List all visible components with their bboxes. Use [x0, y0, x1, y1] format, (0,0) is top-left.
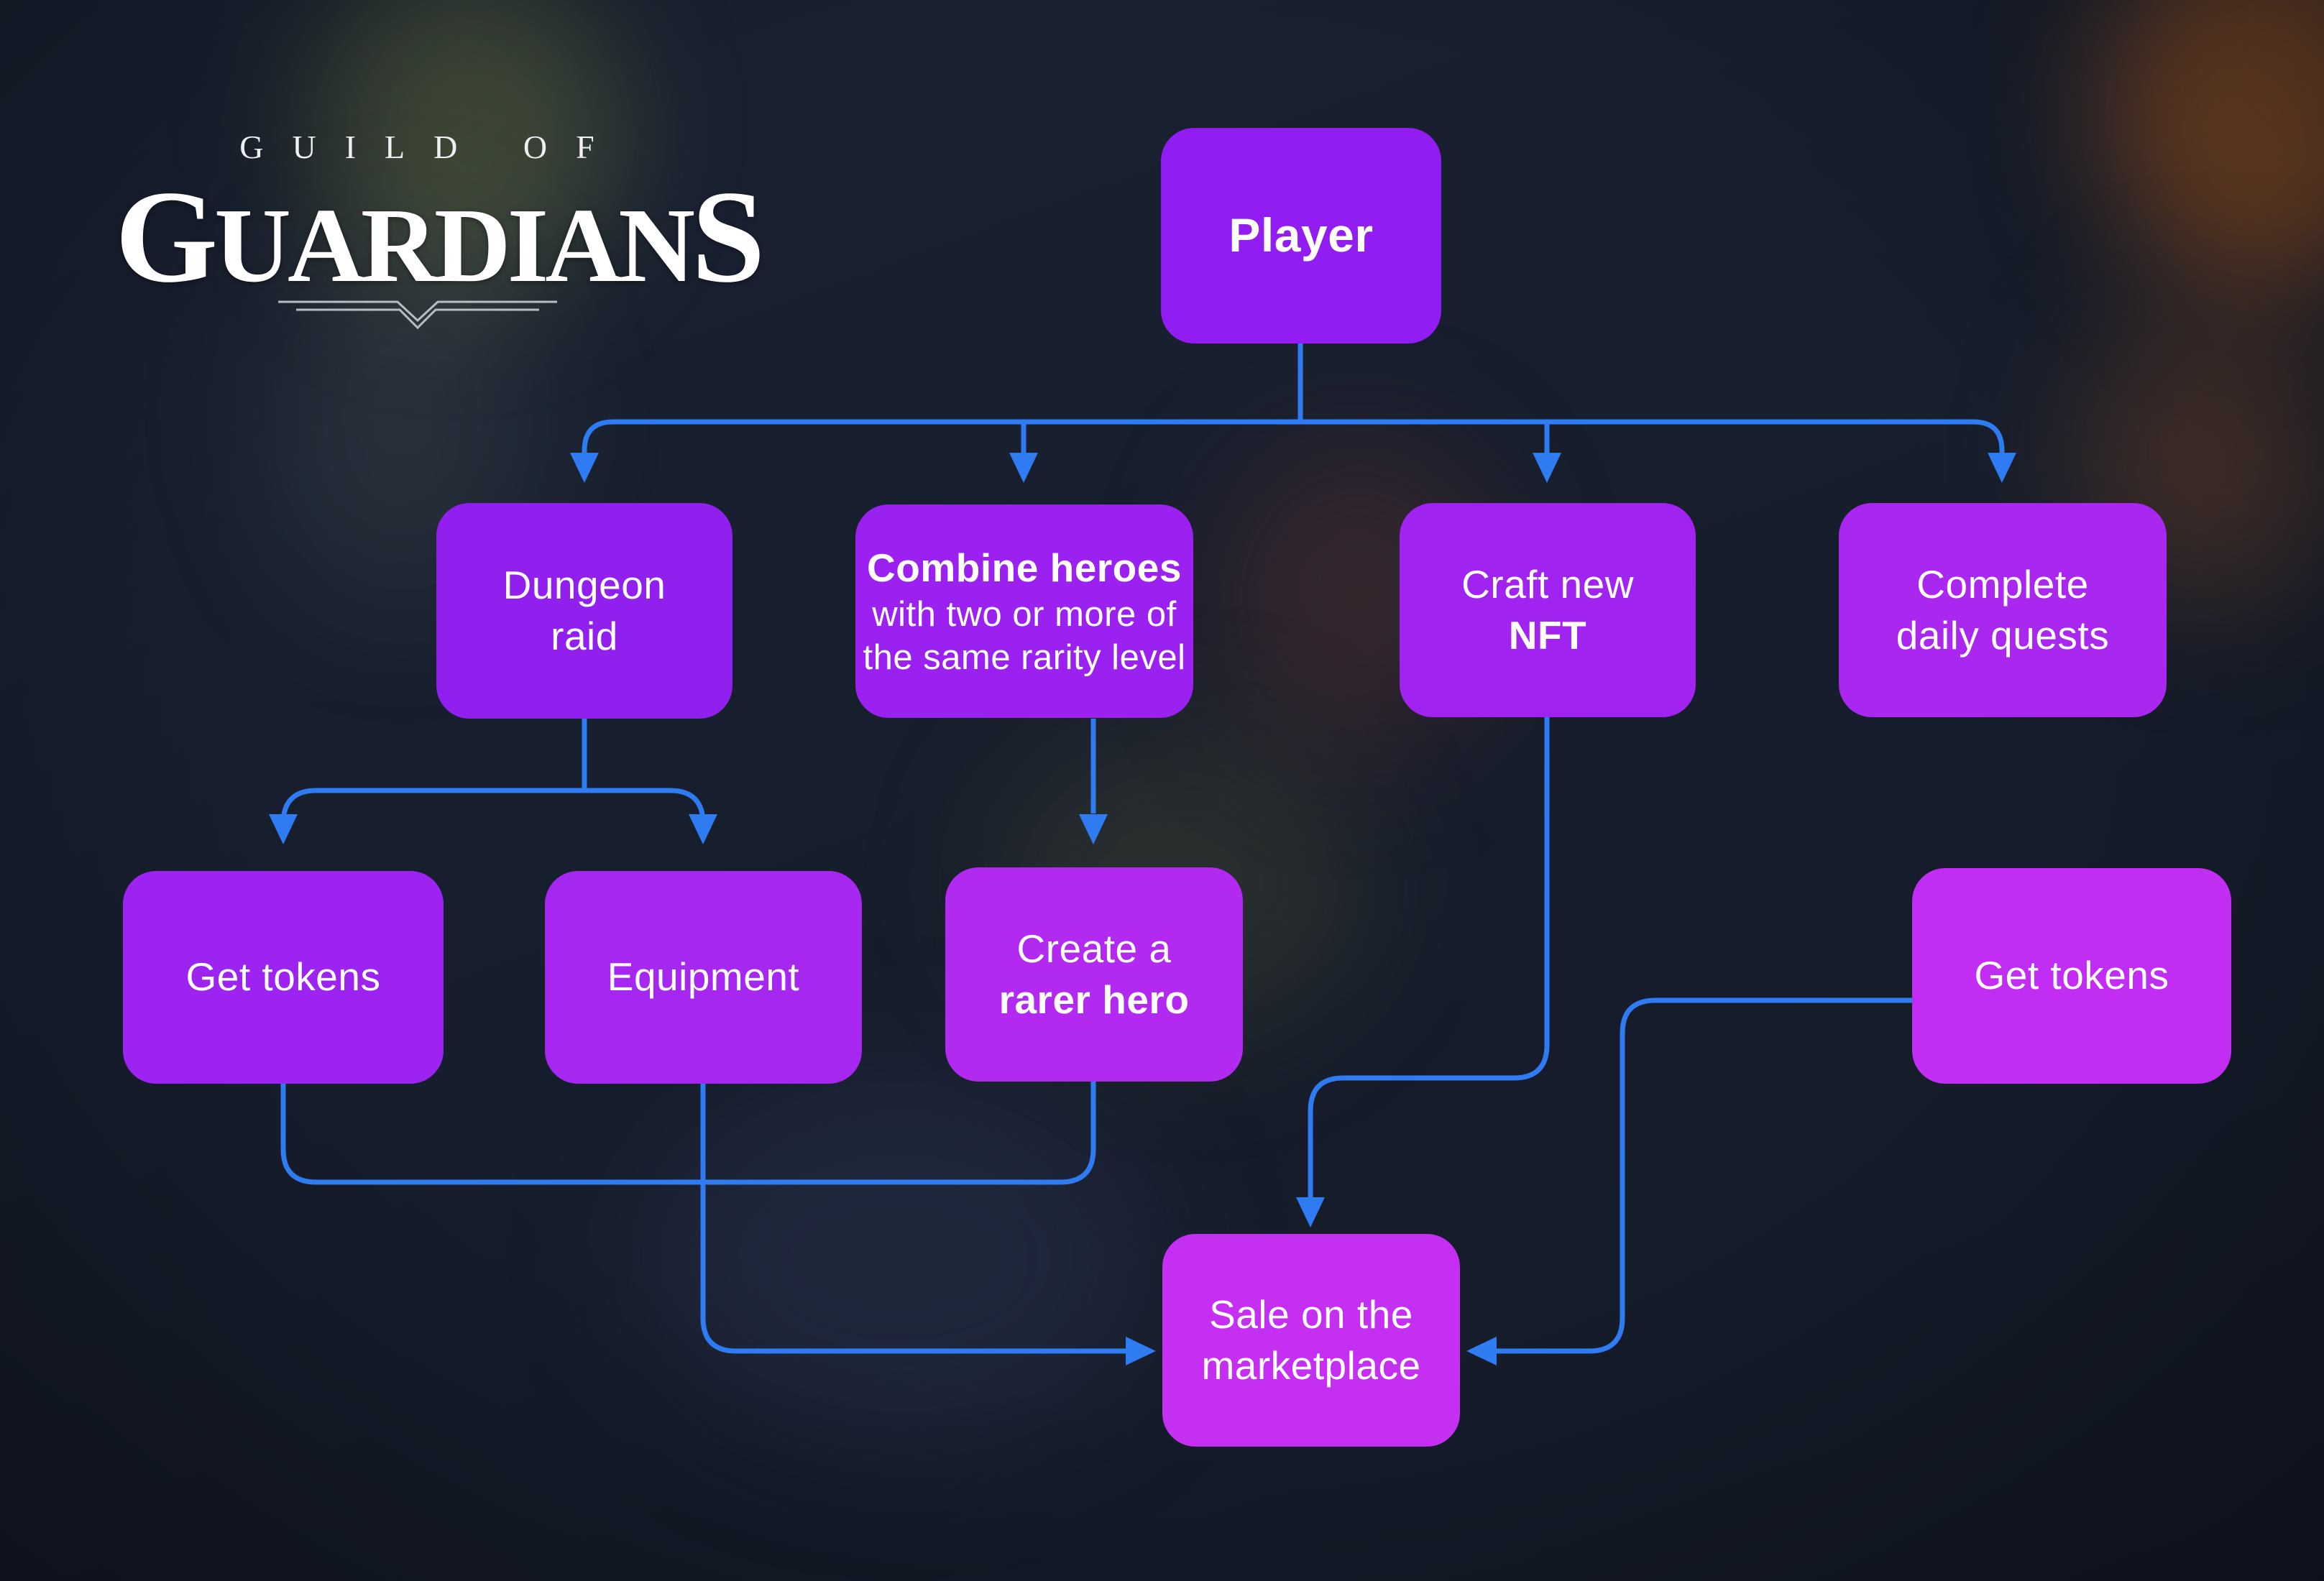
logo-tagline: GUILD OF — [239, 129, 623, 165]
arrow-left-icon — [1466, 1337, 1497, 1365]
logo-flourish-icon — [278, 300, 557, 330]
arrow-down-icon — [570, 453, 599, 483]
arrow-down-icon — [269, 814, 298, 844]
node-player: Player — [1161, 128, 1441, 344]
arrow-right-icon — [1126, 1337, 1156, 1365]
node-label: NFT — [1508, 613, 1587, 658]
logo-wordmark: GUARDIANS — [115, 163, 765, 310]
node-label: with two or more of — [872, 595, 1177, 635]
node-dungeon-raid: Dungeon raid — [436, 503, 732, 719]
node-label: the same rarity level — [863, 638, 1186, 678]
arrow-down-icon — [1079, 814, 1108, 844]
node-label: Craft new — [1461, 561, 1634, 607]
node-label: Equipment — [607, 954, 800, 1000]
node-create-rarer-hero: Create a rarer hero — [945, 867, 1243, 1082]
node-label: rarer hero — [998, 977, 1190, 1022]
node-equipment: Equipment — [545, 871, 862, 1084]
node-label: raid — [551, 614, 618, 658]
node-label: Combine heroes — [867, 545, 1182, 590]
node-get-tokens: Get tokens — [1912, 868, 2231, 1084]
node-label: Sale on the — [1209, 1291, 1413, 1337]
arrow-down-icon — [689, 814, 717, 844]
arrow-down-icon — [1533, 453, 1561, 483]
node-complete-daily-quests: Complete daily quests — [1839, 503, 2167, 717]
arrow-down-icon — [1988, 453, 2016, 483]
node-label: Complete — [1916, 561, 2089, 607]
node-get-tokens: Get tokens — [123, 871, 444, 1084]
arrow-down-icon — [1009, 453, 1038, 483]
node-label: Get tokens — [1974, 953, 2169, 998]
node-combine-heroes: Combine heroes with two or more of the s… — [855, 504, 1193, 718]
node-sale-on-marketplace: Sale on the marketplace — [1162, 1234, 1460, 1447]
node-label: Player — [1228, 208, 1374, 262]
node-label: daily quests — [1896, 613, 2110, 658]
node-label: Get tokens — [185, 954, 381, 1000]
node-label: Create a — [1016, 926, 1172, 971]
node-label: Dungeon — [502, 562, 666, 607]
node-craft-new-nft: Craft new NFT — [1400, 503, 1696, 717]
node-label: marketplace — [1201, 1343, 1421, 1388]
guild-of-guardians-logo: GUILD OF GUARDIANS — [115, 128, 765, 346]
arrow-down-icon — [1296, 1197, 1325, 1227]
